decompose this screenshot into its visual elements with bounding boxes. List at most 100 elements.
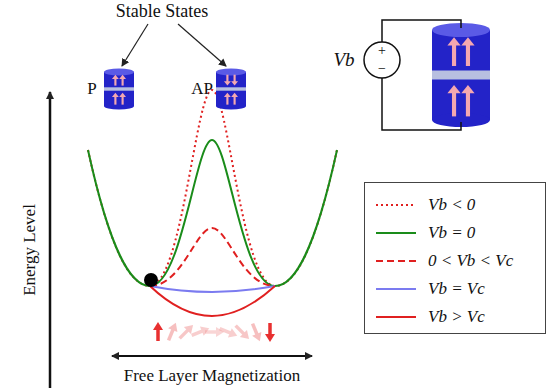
curve-sub-critical-bias <box>150 228 275 286</box>
mtj-device <box>432 23 490 127</box>
arrow-shaft <box>156 329 160 341</box>
axis-label: Free Layer Magnetization <box>124 367 301 386</box>
arrow-shaft <box>169 329 174 340</box>
state-label: P <box>87 80 96 99</box>
polarity-label: + <box>378 43 386 58</box>
spin-arrow-head <box>119 93 126 97</box>
legend-row: Vb > Vc <box>372 304 540 330</box>
legend-sample <box>372 220 420 246</box>
spin-arrow <box>234 75 236 83</box>
legend-line <box>376 288 416 290</box>
tunnel-barrier <box>432 71 490 80</box>
cylinder-body <box>104 72 134 106</box>
cylinder-base <box>216 102 246 109</box>
tunnel-barrier <box>216 87 246 90</box>
legend-line <box>376 232 416 234</box>
spin-arrow-head <box>224 81 231 85</box>
arrow-shaft <box>180 330 188 338</box>
curve-super-critical-bias <box>150 286 275 316</box>
spin-arrow <box>226 96 228 105</box>
spin-arrow-head <box>461 85 474 93</box>
magnetization-arrow <box>153 322 163 341</box>
tunnel-barrier <box>104 87 134 90</box>
spin-arrow-head <box>112 75 119 79</box>
arrow-head <box>240 330 253 343</box>
spin-arrow <box>452 91 456 116</box>
arrow-shaft <box>205 330 217 334</box>
curve-zero-bias <box>88 140 337 286</box>
arrow-head <box>184 321 197 334</box>
cylinder-top <box>104 68 134 75</box>
spin-arrow <box>122 78 124 86</box>
spin-arrow-head <box>461 37 474 45</box>
spin-arrow-head <box>447 37 460 45</box>
legend-sample <box>372 304 420 330</box>
curve-negative-bias <box>88 90 337 286</box>
voltage-label: Vb <box>333 50 354 71</box>
mtj-antiparallel-icon <box>216 68 246 109</box>
legend-sample <box>372 192 420 218</box>
state-ball <box>144 273 158 287</box>
magnetization-arrow <box>164 321 181 342</box>
spin-arrow-head <box>231 93 238 97</box>
curve-critical-bias <box>150 286 275 292</box>
magnetization-arrow <box>265 323 275 342</box>
wire <box>382 78 461 130</box>
legend-sample <box>372 276 420 302</box>
spin-arrow <box>122 96 124 105</box>
legend-sample <box>372 248 420 274</box>
arrow-head <box>200 324 211 336</box>
magnetization-arrow <box>248 322 265 343</box>
legend-text: Vb = Vc <box>428 279 485 299</box>
arrow-shaft <box>236 326 244 334</box>
pointer-arrow <box>122 24 148 66</box>
state-label: AP <box>191 80 213 99</box>
axis-label: Energy Level <box>21 204 40 296</box>
spin-arrow-head <box>224 93 231 97</box>
legend-line <box>376 316 416 318</box>
spin-arrow <box>466 43 470 66</box>
cylinder-body <box>216 72 246 106</box>
arrow-shaft <box>253 324 258 335</box>
spin-arrow-head <box>112 93 119 97</box>
magnetization-axis <box>112 355 312 357</box>
arrow-head <box>228 328 239 340</box>
spin-arrow <box>226 75 228 83</box>
arrow-head <box>153 322 163 330</box>
legend-line <box>376 260 416 262</box>
arrow-head <box>252 332 264 343</box>
cylinder-base <box>104 102 134 109</box>
pointer-arrow <box>178 24 226 66</box>
legend-text: Vb > Vc <box>428 307 485 327</box>
arrow-shaft <box>268 323 272 335</box>
legend-row: Vb = Vc <box>372 276 540 302</box>
arrow-head <box>168 321 180 332</box>
magnetization-arrow <box>176 321 197 342</box>
arrow-shaft <box>220 329 231 334</box>
arrow-shaft <box>192 331 203 336</box>
spin-arrow <box>114 96 116 105</box>
spin-arrow-head <box>231 81 238 85</box>
wire <box>382 20 461 42</box>
voltage-source <box>364 42 400 78</box>
legend-line <box>376 204 416 206</box>
heading-label: Stable States <box>116 2 209 22</box>
spin-arrow <box>234 96 236 105</box>
spin-arrow <box>114 78 116 86</box>
energy-axis <box>49 92 52 388</box>
spin-arrow <box>452 43 456 66</box>
spin-arrow-head <box>119 75 126 79</box>
legend-row: 0 < Vb < Vc <box>372 248 540 274</box>
legend-row: Vb < 0 <box>372 192 540 218</box>
magnetization-arrow <box>232 322 253 343</box>
legend-row: Vb = 0 <box>372 220 540 246</box>
legend-text: Vb = 0 <box>428 223 475 243</box>
legend-text: 0 < Vb < Vc <box>428 251 513 271</box>
polarity-label: − <box>378 61 386 76</box>
legend-text: Vb < 0 <box>428 195 475 215</box>
mtj-parallel-icon <box>104 68 134 109</box>
spin-arrow <box>466 91 470 116</box>
cylinder-body <box>432 30 490 120</box>
spin-arrow-head <box>447 85 460 93</box>
